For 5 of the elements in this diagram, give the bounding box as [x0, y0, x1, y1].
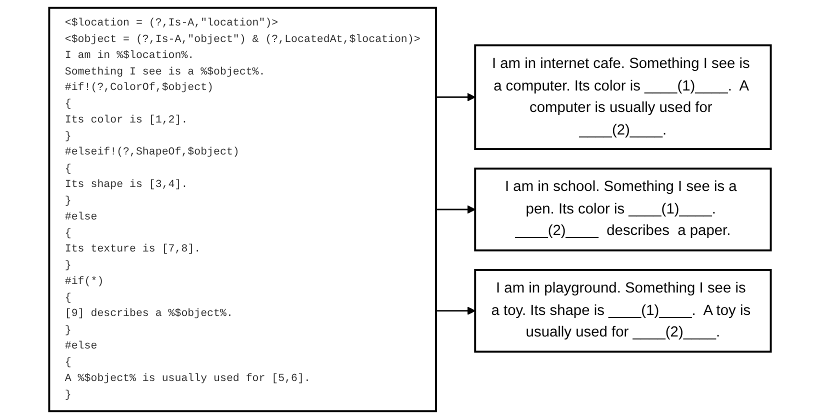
- node-box: [474, 44, 772, 150]
- arrow: [435, 205, 476, 214]
- node-box: [48, 6, 437, 412]
- node-box: [474, 268, 772, 353]
- node-box: [474, 168, 772, 252]
